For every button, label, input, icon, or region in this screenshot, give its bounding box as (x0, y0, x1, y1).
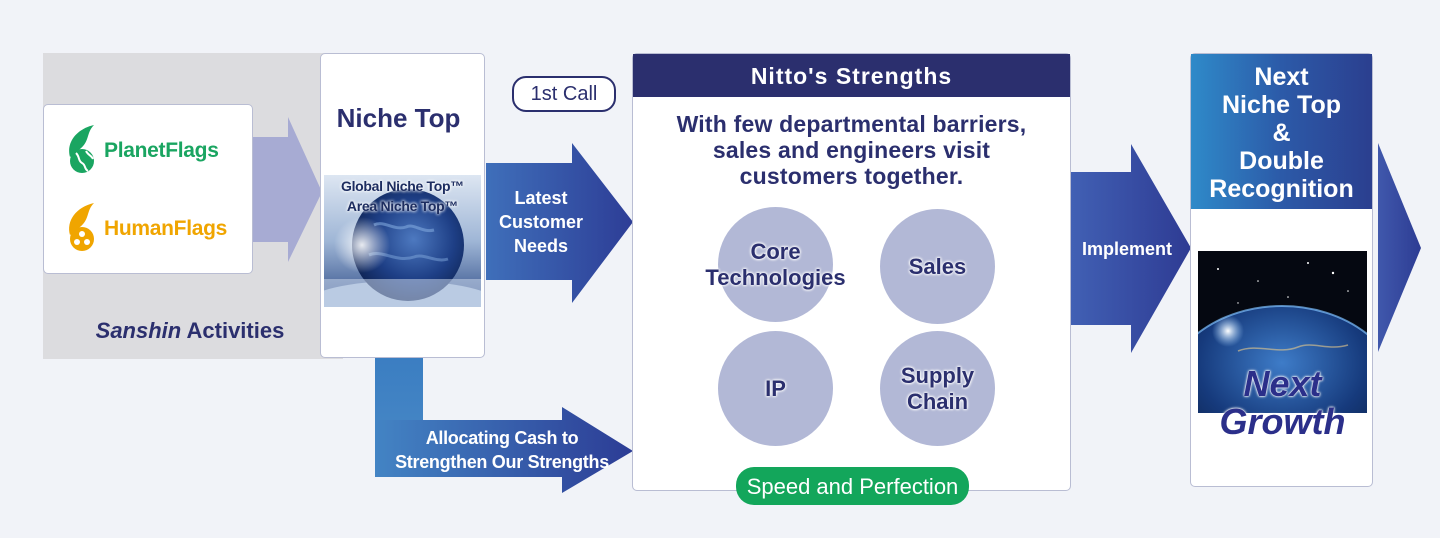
alloc-arrow (375, 407, 633, 493)
supply-line-1: Supply (900, 362, 975, 388)
human-flags-label: HumanFlags (104, 217, 228, 240)
growth-line-2: Growth (1219, 401, 1346, 442)
human-flags-logo-icon (64, 201, 104, 257)
needs-line-1: Latest (514, 188, 568, 208)
next-niche-title: Next Niche Top & Double Recognition (1191, 63, 1372, 203)
next-line-3: & (1272, 119, 1291, 147)
desc-line-3: customers together. (739, 163, 964, 189)
sanshin-activities-label: Sanshin Activities (60, 318, 320, 344)
next-line-5: Recognition (1209, 175, 1354, 203)
planet-flags-label: PlanetFlags (104, 139, 219, 162)
core-line-2: Technologies (705, 264, 846, 290)
output-arrow (1378, 143, 1421, 352)
next-niche-header (1191, 54, 1372, 209)
area-niche-top-label: Area Niche Top™ (346, 198, 459, 214)
core-line-1: Core (750, 238, 801, 264)
implement-arrow (1071, 144, 1191, 353)
sanshin-rest: Activities (181, 318, 285, 343)
desc-line-2: sales and engineers visit (712, 137, 991, 163)
sanshin-italic: Sanshin (95, 318, 182, 343)
sanshin-arrow (253, 117, 322, 262)
planet-flags-row: PlanetFlags (64, 123, 219, 179)
speed-perfection-badge: Speed and Perfection (736, 467, 969, 505)
alloc-line-1: Allocating Cash to (425, 428, 579, 448)
latest-needs-label: Latest Customer Needs (486, 186, 596, 258)
implement-label: Implement (1081, 239, 1173, 259)
core-technologies-circle: Core Technologies (705, 207, 846, 322)
human-flags-row: HumanFlags (64, 201, 227, 257)
supply-chain-circle: Supply Chain (880, 331, 995, 446)
global-niche-top-label: Global Niche Top™ (341, 178, 464, 194)
planet-flags-logo-icon (64, 123, 104, 179)
first-call-badge: 1st Call (512, 76, 616, 112)
next-line-1: Next (1254, 63, 1309, 91)
strengths-card (632, 53, 1071, 491)
strengths-description: With few departmental barriers, sales an… (640, 111, 1063, 189)
growth-line-1: Next (1243, 363, 1322, 404)
allocating-cash-label: Allocating Cash to Strengthen Our Streng… (372, 426, 632, 474)
next-line-2: Niche Top (1222, 91, 1341, 119)
ip-label: IP (765, 375, 786, 401)
needs-line-2: Customer (498, 212, 583, 232)
desc-line-1: With few departmental barriers, (676, 111, 1027, 137)
supply-line-2: Chain (906, 388, 969, 414)
alloc-arrow-down (375, 358, 423, 420)
next-line-4: Double (1239, 147, 1324, 175)
flags-card: PlanetFlags HumanFlags (43, 104, 253, 274)
sales-circle: Sales (880, 209, 995, 324)
globe-image: Global Niche Top™ Area Niche Top™ (307, 175, 497, 325)
needs-line-3: Needs (513, 236, 569, 256)
next-growth-label: Next Growth (1200, 365, 1365, 441)
strengths-title: Nitto's Strengths (633, 54, 1070, 97)
needs-arrow (486, 143, 633, 303)
sales-label: Sales (908, 253, 967, 279)
ip-circle: IP (718, 331, 833, 446)
niche-top-title: Niche Top (336, 103, 461, 133)
alloc-line-2: Strengthen Our Strengths (395, 452, 609, 472)
